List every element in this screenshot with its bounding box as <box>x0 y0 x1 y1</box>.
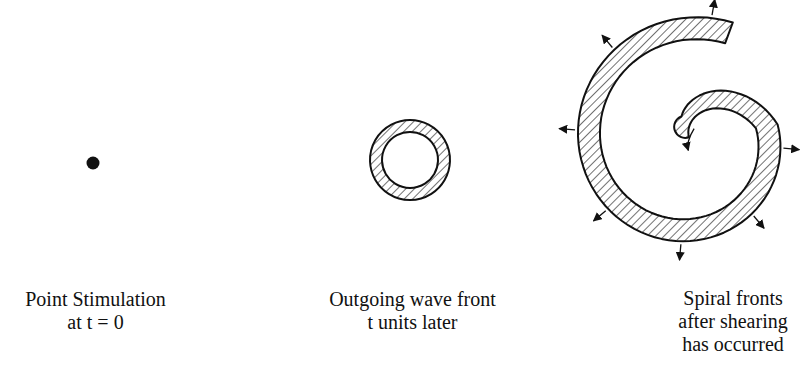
outward-arrow <box>593 211 605 221</box>
outward-arrow <box>602 35 612 47</box>
wave-ring <box>370 120 450 200</box>
outward-arrow <box>783 148 799 149</box>
outward-arrow <box>712 0 715 15</box>
spiral-front <box>578 17 780 241</box>
stimulation-point <box>87 157 100 170</box>
outward-arrow <box>754 216 764 228</box>
caption: Spiral fronts after shearing has occurre… <box>676 287 790 356</box>
caption: Point Stimulation at t = 0 <box>23 288 168 334</box>
outward-arrow <box>679 244 680 260</box>
curl-arrow <box>688 129 694 151</box>
caption: Outgoing wave front t units later <box>327 288 498 334</box>
propagation-arrows <box>559 0 799 260</box>
outward-arrow <box>559 129 575 130</box>
